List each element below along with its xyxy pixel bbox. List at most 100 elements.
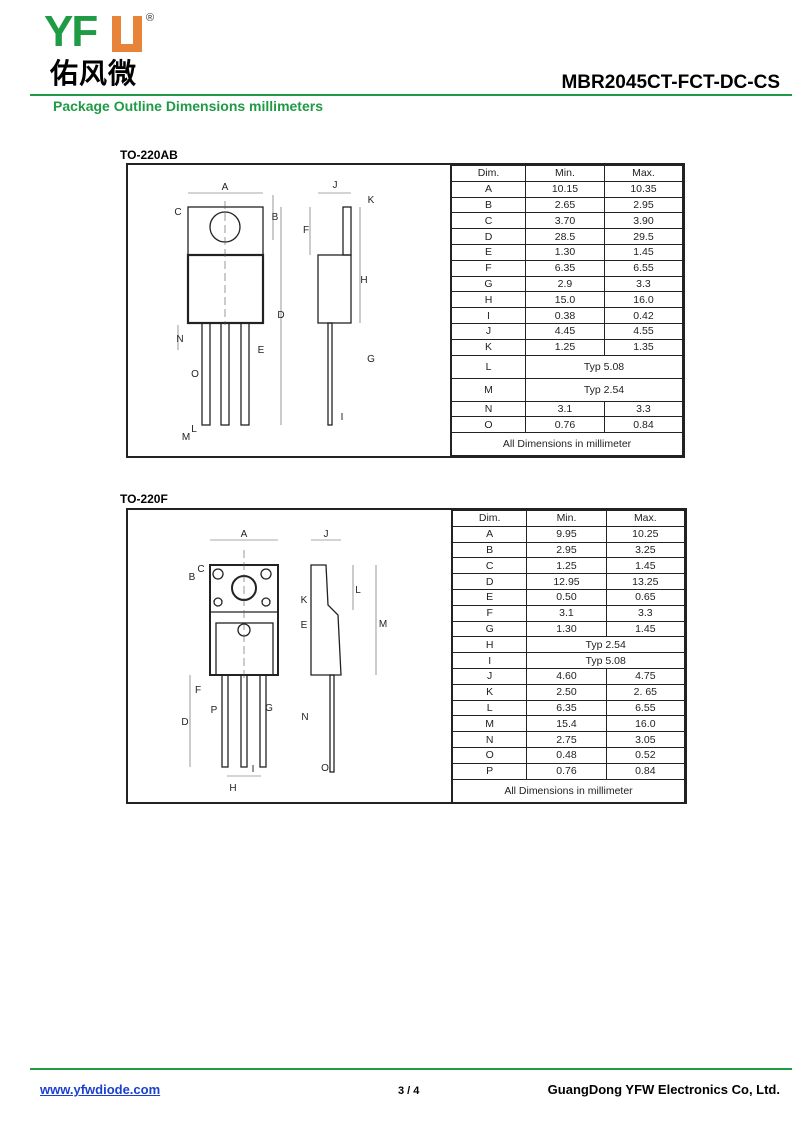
dim-cell: E (450, 243, 526, 261)
value-cell: 0.42 (603, 307, 684, 324)
dimension-label: C (174, 207, 181, 218)
value-cell: 4.75 (605, 667, 686, 685)
dim-cell: E (451, 588, 528, 606)
table-footer-row: All Dimensions in millimeter (450, 432, 684, 457)
value-cell: 1.35 (603, 338, 684, 356)
value-cell: 10.35 (603, 180, 684, 198)
value-cell: 1.30 (526, 620, 607, 638)
registered-mark: ® (146, 12, 155, 24)
dimension-label: E (301, 620, 308, 631)
value-cell: 1.45 (603, 243, 684, 261)
value-cell: 0.38 (524, 307, 605, 324)
value-cell: 2. 65 (605, 683, 686, 701)
value-cell: 3.90 (603, 212, 684, 230)
dim-cell: N (450, 400, 526, 418)
dim-cell: L (450, 354, 526, 379)
dimension-label: B (272, 212, 279, 223)
dim-cell: A (451, 525, 528, 543)
dimension-label: M (182, 432, 190, 443)
value-cell: 3.3 (603, 275, 684, 293)
value-cell: 6.35 (526, 699, 607, 717)
value-cell: 3.3 (605, 604, 686, 622)
value-cell: 4.45 (524, 322, 605, 340)
value-cell: 3.1 (526, 604, 607, 622)
value-cell: 2.95 (603, 196, 684, 214)
dimension-label: F (303, 225, 309, 236)
value-cell: 12.95 (526, 573, 607, 590)
dimension-label: G (367, 354, 375, 365)
column-header: Min. (524, 164, 605, 182)
value-cell: 6.35 (524, 259, 605, 277)
table-footer: All Dimensions in millimeter (450, 432, 684, 457)
value-cell: 9.95 (526, 525, 607, 543)
value-cell: 10.25 (605, 525, 686, 543)
website-link[interactable]: www.yfwdiode.com (40, 1082, 161, 1097)
logo: YF (44, 7, 98, 56)
value-cell: 0.65 (605, 588, 686, 606)
value-cell: 2.65 (524, 196, 605, 214)
dim-cell: G (450, 275, 526, 293)
dim-cell: F (451, 604, 528, 622)
dim-cell: M (451, 715, 528, 733)
dimension-label: H (229, 783, 236, 794)
dimension-label: M (379, 619, 387, 630)
dim-cell: B (451, 541, 528, 559)
value-cell: 29.5 (603, 228, 684, 245)
dim-cell: M (450, 377, 526, 402)
footer-divider (30, 1068, 792, 1070)
dimension-label: L (191, 424, 197, 435)
column-header: Min. (526, 509, 607, 527)
value-cell: Typ 5.08 (526, 652, 686, 669)
dimension-label: C (197, 564, 204, 575)
table-footer: All Dimensions in millimeter (451, 778, 686, 804)
value-cell: 28.5 (524, 228, 605, 245)
dim-cell: I (450, 307, 526, 324)
value-cell: 15.4 (526, 715, 607, 733)
dimension-label: A (241, 529, 248, 540)
dim-cell: O (451, 746, 528, 764)
value-cell: 3.25 (605, 541, 686, 559)
value-cell: Typ 5.08 (524, 354, 684, 379)
package-box (126, 508, 687, 804)
dimension-label: F (195, 685, 201, 696)
dim-cell: K (450, 338, 526, 356)
value-cell: 2.95 (526, 541, 607, 559)
dimension-label: L (355, 585, 361, 596)
dimension-label: B (189, 572, 196, 583)
dimension-label: J (333, 180, 338, 191)
dimension-label: O (191, 369, 199, 380)
value-cell: 0.76 (526, 762, 607, 780)
dim-cell: F (450, 259, 526, 277)
company-name: GuangDong YFW Electronics Co, Ltd. (547, 1082, 780, 1097)
dim-cell: P (451, 762, 528, 780)
value-cell: 16.0 (603, 291, 684, 309)
value-cell: 4.55 (603, 322, 684, 340)
table-footer-row: All Dimensions in millimeter (451, 778, 686, 804)
value-cell: 3.05 (605, 731, 686, 748)
dim-cell: C (450, 212, 526, 230)
dimension-label: O (321, 763, 329, 774)
dimension-label: N (301, 712, 308, 723)
